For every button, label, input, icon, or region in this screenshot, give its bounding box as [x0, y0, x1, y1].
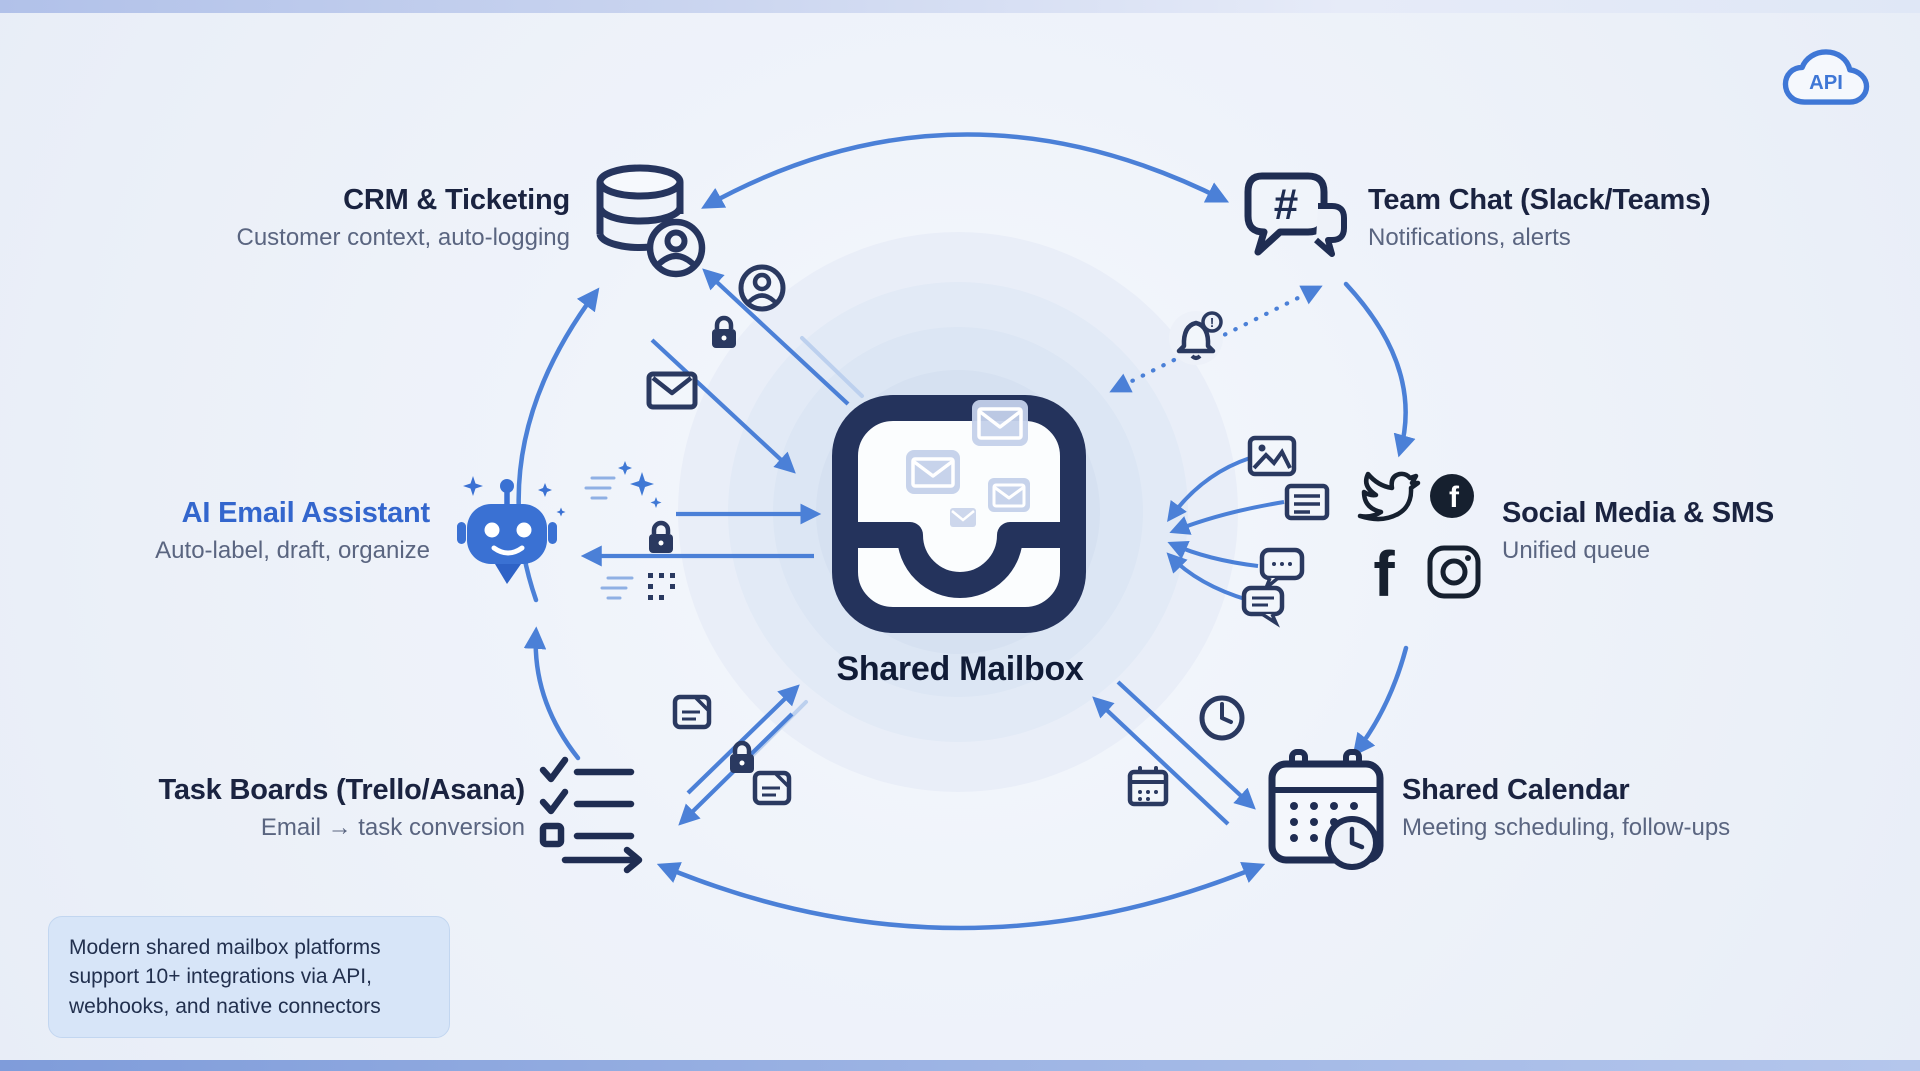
social-subtitle: Unified queue — [1502, 537, 1651, 564]
calendar-title: Shared Calendar — [1402, 774, 1630, 806]
node-calendar: Shared Calendar Meeting scheduling, foll… — [1402, 774, 1902, 842]
node-crm: CRM & Ticketing Customer context, auto-l… — [120, 184, 570, 252]
facebook-letter-icon: f — [1373, 538, 1395, 608]
spoke-ai — [580, 461, 822, 600]
sticky-note-icon — [752, 770, 792, 806]
crm-database-icon — [596, 164, 706, 278]
envelope-icon — [646, 371, 698, 410]
footnote-card: Modern shared mailbox platforms support … — [48, 916, 450, 1039]
arc-social-to-calendar — [1352, 645, 1409, 757]
team-chat-title: Team Chat (Slack/Teams) — [1368, 184, 1711, 216]
spoke-tasks — [672, 684, 808, 826]
sticky-note-icon — [672, 694, 712, 730]
shared-mailbox-title: Shared Mailbox — [836, 650, 1084, 688]
api-cloud-badge: API — [1782, 49, 1870, 105]
chat-bubble-icon — [1259, 547, 1305, 590]
lock-icon — [649, 520, 673, 553]
sparkles-icon — [584, 461, 662, 508]
document-icon — [1284, 483, 1330, 521]
arc-teamchat-to-social — [1343, 281, 1416, 458]
instagram-icon — [1427, 545, 1481, 599]
facebook-circle-icon: f — [1430, 474, 1474, 518]
ai-robot-icon — [457, 476, 566, 584]
svg-text:f: f — [1449, 481, 1460, 514]
arc-tasks-calendar — [656, 862, 1266, 931]
hash-glyph: # — [1274, 180, 1298, 229]
crm-title: CRM & Ticketing — [343, 184, 570, 216]
node-team-chat: Team Chat (Slack/Teams) Notifications, a… — [1368, 184, 1868, 252]
api-label: API — [1809, 72, 1843, 94]
spoke-calendar — [1092, 680, 1256, 826]
task-boards-subtitle: Email → task conversion — [260, 814, 525, 841]
node-social: Social Media & SMS Unified queue — [1502, 497, 1902, 565]
ai-assistant-subtitle: Auto-label, draft, organize — [155, 537, 430, 564]
spoke-crm — [646, 264, 864, 474]
incoming-mail-tiles — [906, 400, 1030, 527]
task-boards-title: Task Boards (Trello/Asana) — [158, 774, 525, 806]
node-ai-assistant: AI Email Assistant Auto-label, draft, or… — [40, 497, 430, 565]
bottom-decor-strip — [0, 1060, 1920, 1071]
lock-icon — [730, 740, 754, 773]
arc-crm-teamchat — [701, 132, 1230, 209]
ai-assistant-title: AI Email Assistant — [181, 497, 431, 529]
shared-calendar-icon — [1268, 749, 1384, 870]
mini-calendar-icon — [1127, 766, 1169, 807]
bell-alert-glyph: ! — [1210, 315, 1214, 330]
calendar-subtitle: Meeting scheduling, follow-ups — [1402, 814, 1731, 841]
svg-text:f: f — [1373, 538, 1395, 608]
spoke-social — [1166, 435, 1330, 628]
arc-tasks-to-ai — [523, 626, 581, 761]
outer-ring-arrows — [516, 132, 1416, 931]
sms-bubble-icon — [1241, 585, 1285, 628]
social-icons-group: f f — [1357, 471, 1481, 608]
lock-icon — [712, 315, 736, 348]
crm-subtitle: Customer context, auto-logging — [236, 224, 570, 251]
person-badge-icon — [738, 264, 786, 312]
team-chat-subtitle: Notifications, alerts — [1368, 224, 1571, 251]
clock-icon — [1199, 695, 1245, 741]
node-task-boards: Task Boards (Trello/Asana) Email → task … — [95, 774, 525, 842]
spoke-teamchat: ! — [1109, 285, 1323, 393]
data-dots-icon — [600, 573, 675, 600]
twitter-icon — [1357, 471, 1421, 522]
social-title: Social Media & SMS — [1502, 497, 1774, 529]
top-decor-strip — [0, 0, 1920, 13]
team-chat-icon: # — [1244, 172, 1347, 257]
footnote-text: Modern shared mailbox platforms support … — [69, 936, 381, 1018]
notification-bell-icon: ! — [1169, 311, 1223, 365]
task-board-icon — [539, 756, 643, 874]
shared-mailbox-icon — [832, 395, 1086, 633]
image-attachment-icon — [1247, 435, 1297, 477]
